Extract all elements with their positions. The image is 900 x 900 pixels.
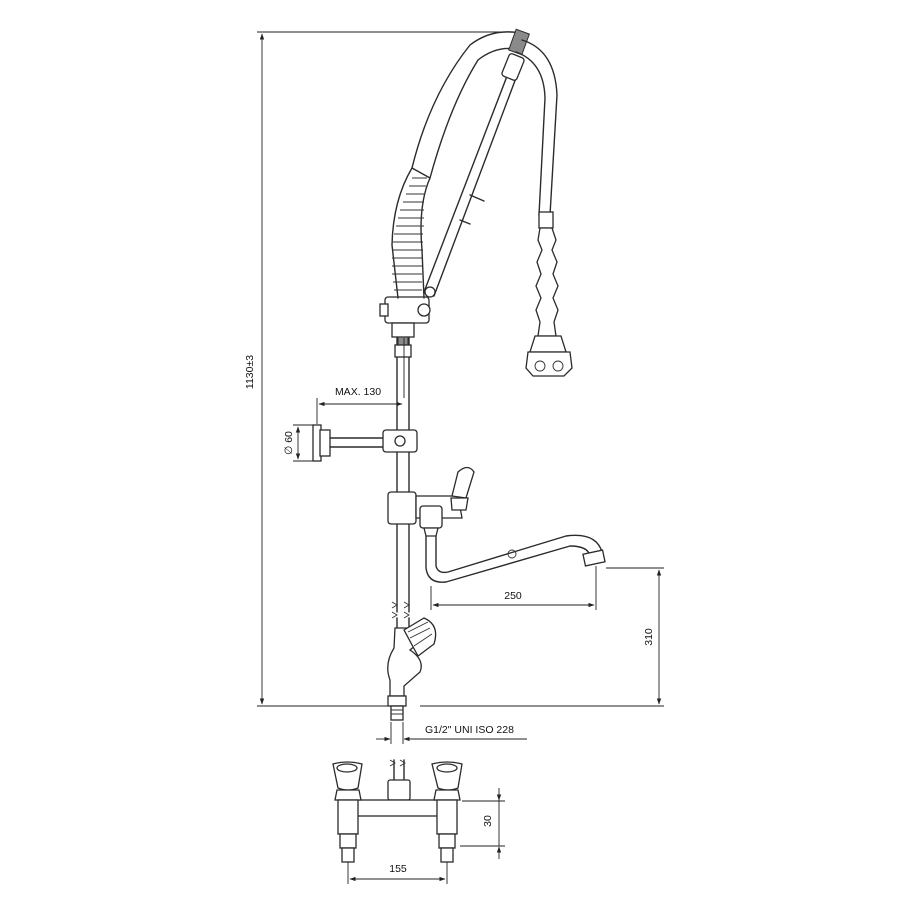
- lower-connection: [387, 617, 437, 721]
- mixer-height-dimension: 30: [460, 788, 505, 859]
- spout-height-dimension: 310: [420, 567, 664, 707]
- max-arm-label: MAX. 130: [335, 386, 381, 398]
- pre-rinse-column: [379, 28, 573, 629]
- swing-spout: [425, 534, 606, 583]
- mixer-height-label: 30: [482, 815, 494, 827]
- mixer-centers-dimension: 155: [347, 862, 448, 884]
- deck-mixer: [332, 759, 463, 863]
- thread-label: G1/2" UNI ISO 228: [425, 724, 514, 736]
- wall-bracket: [312, 424, 418, 462]
- spout-reach-dimension: 250: [430, 566, 597, 610]
- wall-plate-diameter-label: ∅ 60: [283, 431, 295, 455]
- total-height-label: 1130±3: [244, 355, 256, 389]
- thread-dimension: G1/2" UNI ISO 228: [376, 722, 527, 744]
- wall-plate-diameter-dimension: ∅ 60: [283, 424, 313, 462]
- mixer-valve: [387, 466, 475, 537]
- total-height-dimension: 1130±3: [244, 31, 517, 707]
- max-arm-dimension: MAX. 130: [316, 338, 405, 424]
- spout-height-label: 310: [643, 628, 655, 646]
- spout-reach-label: 250: [504, 590, 522, 602]
- mixer-centers-label: 155: [389, 863, 407, 875]
